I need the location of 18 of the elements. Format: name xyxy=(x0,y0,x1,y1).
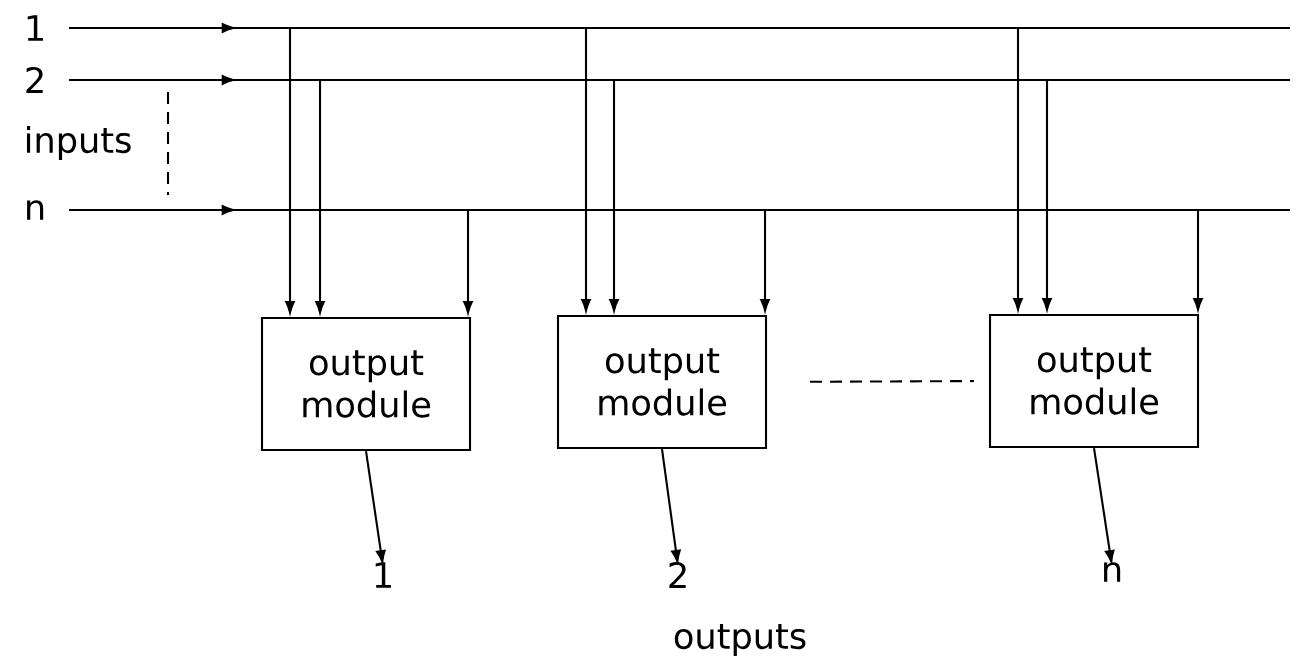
ellipsis-line xyxy=(810,380,974,383)
module-box: output module xyxy=(260,316,472,452)
input-number: 1 xyxy=(27,15,43,41)
module-box: output module xyxy=(988,313,1200,449)
arrow xyxy=(660,448,681,563)
group-label: inputs xyxy=(26,125,131,160)
group-label: outputs xyxy=(674,624,806,656)
output-number: 2 xyxy=(669,561,686,589)
arrow xyxy=(1092,447,1115,563)
input-number: n xyxy=(27,200,44,220)
arrow xyxy=(69,78,1052,311)
arrow xyxy=(69,208,1203,311)
arrow xyxy=(364,450,386,563)
input-number: 2 xyxy=(26,66,43,94)
output-number: 1 xyxy=(375,562,391,588)
arrow xyxy=(69,26,1023,311)
output-number: n xyxy=(1104,562,1121,582)
module-box: output module xyxy=(556,314,768,450)
